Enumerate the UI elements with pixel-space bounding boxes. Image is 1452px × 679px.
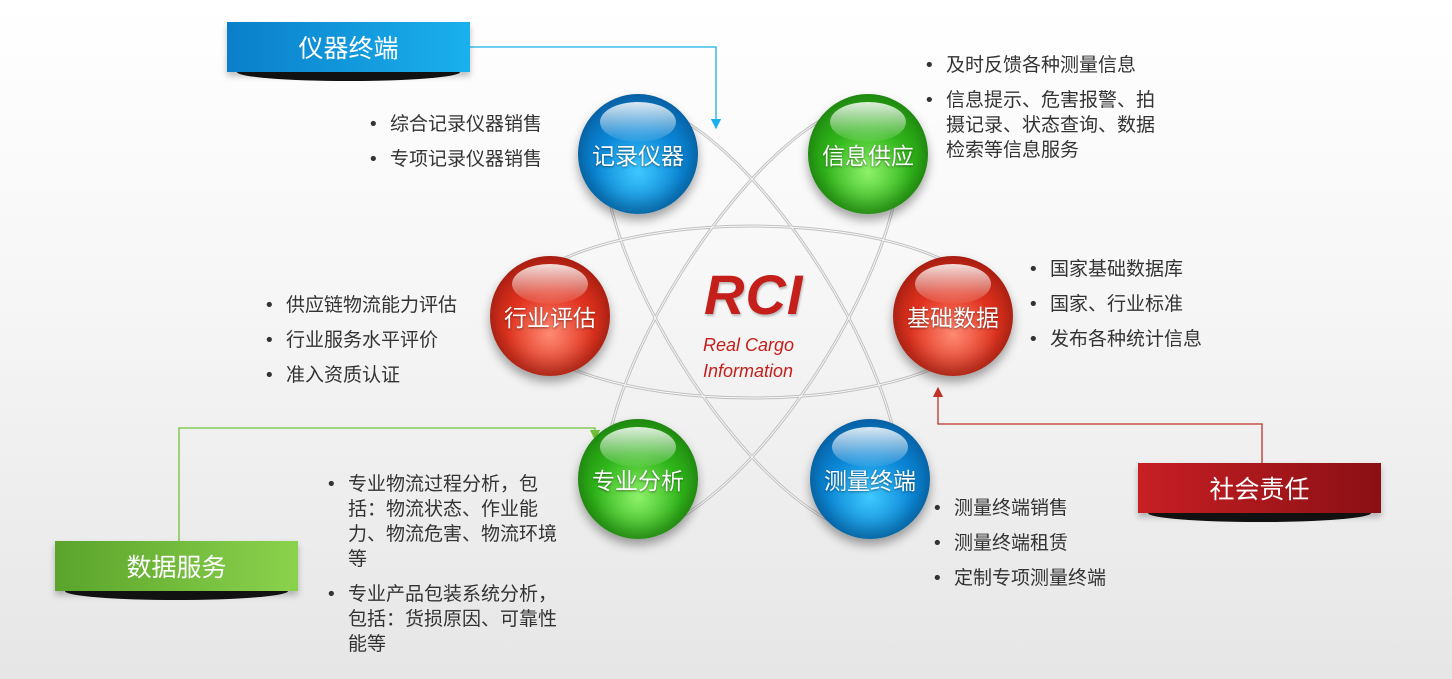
list-item: 专业产品包装系统分析，包括：货损原因、可靠性能等 bbox=[326, 582, 571, 657]
list-item: 信息提示、危害报警、拍摄记录、状态查询、数据检索等信息服务 bbox=[924, 88, 1158, 163]
list-record-instruments: 综合记录仪器销售 专项记录仪器销售 bbox=[368, 112, 578, 182]
node-label: 专业分析 bbox=[592, 469, 684, 495]
list-item: 专项记录仪器销售 bbox=[368, 147, 578, 172]
node-label: 记录仪器 bbox=[592, 144, 684, 170]
list-item: 准入资质认证 bbox=[264, 363, 494, 388]
list-industry-assessment: 供应链物流能力评估 行业服务水平评价 准入资质认证 bbox=[264, 293, 494, 398]
list-item: 测量终端销售 bbox=[932, 496, 1162, 521]
node-label: 基础数据 bbox=[907, 306, 999, 332]
list-item: 供应链物流能力评估 bbox=[264, 293, 494, 318]
list-item: 国家、行业标准 bbox=[1028, 292, 1258, 317]
list-item: 测量终端租赁 bbox=[932, 531, 1162, 556]
node-measurement-terminal: 测量终端 bbox=[810, 419, 930, 539]
list-item: 发布各种统计信息 bbox=[1028, 327, 1258, 352]
node-professional-analysis: 专业分析 bbox=[578, 419, 698, 539]
list-item: 行业服务水平评价 bbox=[264, 328, 494, 353]
node-basic-data: 基础数据 bbox=[893, 256, 1013, 376]
list-basic-data: 国家基础数据库 国家、行业标准 发布各种统计信息 bbox=[1028, 257, 1258, 362]
banner-label: 社会责任 bbox=[1209, 475, 1310, 504]
list-item: 综合记录仪器销售 bbox=[368, 112, 578, 137]
node-label: 测量终端 bbox=[824, 469, 916, 495]
node-label: 行业评估 bbox=[504, 306, 596, 332]
banner-instrument-terminal: 仪器终端 bbox=[227, 22, 470, 81]
banner-label: 仪器终端 bbox=[298, 34, 399, 63]
banner-label: 数据服务 bbox=[126, 553, 227, 582]
banner-data-service: 数据服务 bbox=[55, 541, 298, 600]
list-measurement-terminal: 测量终端销售 测量终端租赁 定制专项测量终端 bbox=[932, 496, 1162, 601]
list-item: 专业物流过程分析，包括：物流状态、作业能力、物流危害、物流环境等 bbox=[326, 472, 571, 572]
connector-data-service bbox=[178, 427, 601, 545]
node-record-instruments: 记录仪器 bbox=[578, 94, 698, 214]
banner-social-responsibility: 社会责任 bbox=[1138, 463, 1381, 522]
node-info-supply: 信息供应 bbox=[808, 94, 928, 214]
connector-social-responsibility bbox=[932, 386, 1263, 465]
list-item: 及时反馈各种测量信息 bbox=[924, 53, 1164, 78]
connector-instrument-terminal bbox=[470, 46, 722, 130]
rci-subtitle: Real Cargo Information bbox=[703, 335, 795, 381]
list-item: 国家基础数据库 bbox=[1028, 257, 1258, 282]
list-info-supply: 及时反馈各种测量信息 信息提示、危害报警、拍摄记录、状态查询、数据检索等信息服务 bbox=[924, 53, 1164, 173]
list-item: 定制专项测量终端 bbox=[932, 566, 1162, 591]
node-industry-assessment: 行业评估 bbox=[490, 256, 610, 376]
rci-title: RCI bbox=[704, 263, 804, 326]
node-label: 信息供应 bbox=[822, 144, 914, 170]
list-professional-analysis: 专业物流过程分析，包括：物流状态、作业能力、物流危害、物流环境等 专业产品包装系… bbox=[326, 472, 571, 667]
